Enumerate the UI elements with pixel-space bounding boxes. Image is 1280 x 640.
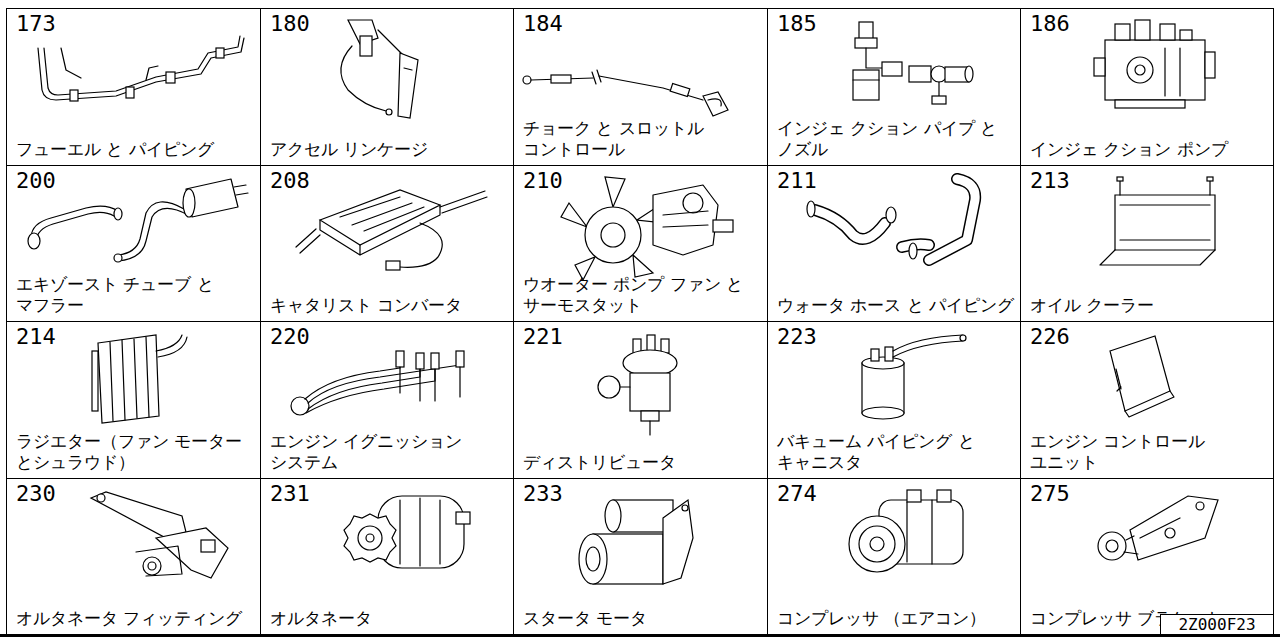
catalog-cell: 231 オルタネータ: [260, 478, 513, 634]
catalog-cell: 274 コンプレッサ （エアコン）: [767, 478, 1020, 634]
catalog-cell: 186 インジェ クション ポンプ: [1020, 8, 1274, 165]
section-number: 211: [777, 169, 817, 193]
catalog-cell: 208 キャタリスト コンバータ: [260, 165, 513, 321]
section-number: 274: [777, 482, 817, 506]
section-name: ウオーター ポンプ ファン と サーモスタット: [523, 274, 763, 316]
section-name: エキゾースト チューブ と マフラー: [16, 274, 256, 316]
catalog-cell: 233 スタータ モータ: [513, 478, 767, 634]
catalog-cell: 226 エンジン コントロール ユニット: [1020, 321, 1274, 478]
catalog-cell: 200 エキゾースト チューブ と マフラー: [6, 165, 260, 321]
section-name: インジェ クション ポンプ: [1030, 139, 1228, 160]
section-number: 180: [270, 12, 310, 36]
section-name: キャタリスト コンバータ: [270, 295, 462, 316]
section-name: チョーク と スロットル コントロール: [523, 118, 763, 160]
section-number: 221: [523, 325, 563, 349]
section-number: 231: [270, 482, 310, 506]
catalog-cell: 185 インジェ クション パイプ と ノズル: [767, 8, 1020, 165]
section-name: フューエル と パイピング: [16, 139, 214, 160]
section-number: 200: [16, 169, 56, 193]
section-number: 208: [270, 169, 310, 193]
section-name: エンジン イグニッション システム: [270, 431, 509, 473]
catalog-cell: 180 アクセル リンケージ: [260, 8, 513, 165]
figure-code: 2Z000F23: [1160, 614, 1274, 635]
catalog-cell: 221 ディストリビュータ: [513, 321, 767, 478]
section-number: 275: [1030, 482, 1070, 506]
section-number: 226: [1030, 325, 1070, 349]
section-name: エンジン コントロール ユニット: [1030, 431, 1269, 473]
catalog-cell: 223 バキューム パイピング と キャニスタ: [767, 321, 1020, 478]
catalog-cell: 230 オルタネータ フィッティング: [6, 478, 260, 634]
section-name: インジェ クション パイプ と ノズル: [777, 118, 1016, 160]
section-name: オルタネータ フィッティング: [16, 608, 242, 629]
section-name: コンプレッサ （エアコン）: [777, 608, 986, 629]
section-number: 186: [1030, 12, 1070, 36]
section-name: アクセル リンケージ: [270, 139, 428, 160]
section-number: 213: [1030, 169, 1070, 193]
catalog-cell: 213 オイル クーラー: [1020, 165, 1274, 321]
section-number: 184: [523, 12, 563, 36]
section-name: バキューム パイピング と キャニスタ: [777, 431, 1016, 473]
section-name: ディストリビュータ: [523, 452, 676, 473]
section-number: 223: [777, 325, 817, 349]
section-number: 214: [16, 325, 56, 349]
catalog-cell: 173 フューエル と パイピング: [6, 8, 260, 165]
catalog-cell: 210 ウオーター ポンプ ファン と サーモスタット: [513, 165, 767, 321]
catalog-cell: 184 チョーク と スロットル コントロール: [513, 8, 767, 165]
catalog-cell: 211 ウォータ ホース と パイピング: [767, 165, 1020, 321]
section-number: 220: [270, 325, 310, 349]
section-number: 233: [523, 482, 563, 506]
section-number: 173: [16, 12, 56, 36]
catalog-cell: 220 エンジン イグニッション システム: [260, 321, 513, 478]
section-name: ラジエター（ファン モーター とシュラウド）: [16, 431, 256, 473]
section-name: スタータ モータ: [523, 608, 647, 629]
catalog-cell: 275コンプレッサ ブラケット: [1020, 478, 1274, 634]
section-name: オルタネータ: [270, 608, 372, 629]
section-number: 185: [777, 12, 817, 36]
section-number: 210: [523, 169, 563, 193]
section-name: ウォータ ホース と パイピング: [777, 295, 1014, 316]
section-name: オイル クーラー: [1030, 295, 1154, 316]
section-number: 230: [16, 482, 56, 506]
catalog-cell: 214 ラジエター（ファン モーター とシュラウド）: [6, 321, 260, 478]
